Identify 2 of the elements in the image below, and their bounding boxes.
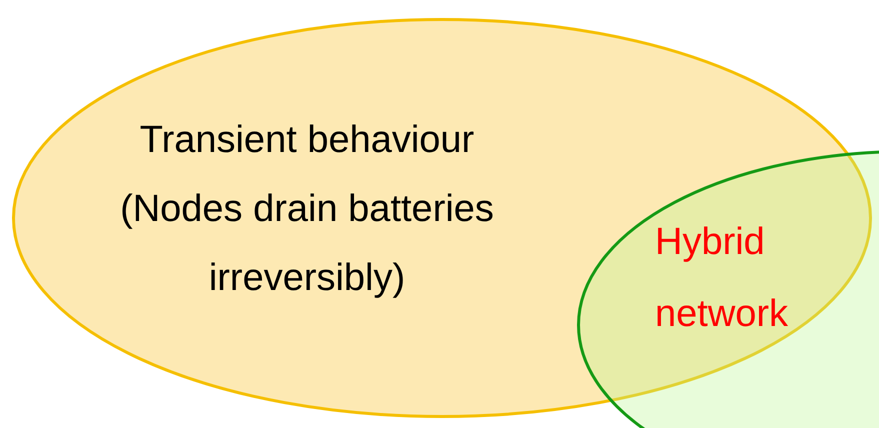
region-label: Transient behaviour (Nodes drain batteries irreversibly) bbox=[119, 118, 495, 301]
overlap-label: Hybrid network bbox=[655, 220, 790, 337]
